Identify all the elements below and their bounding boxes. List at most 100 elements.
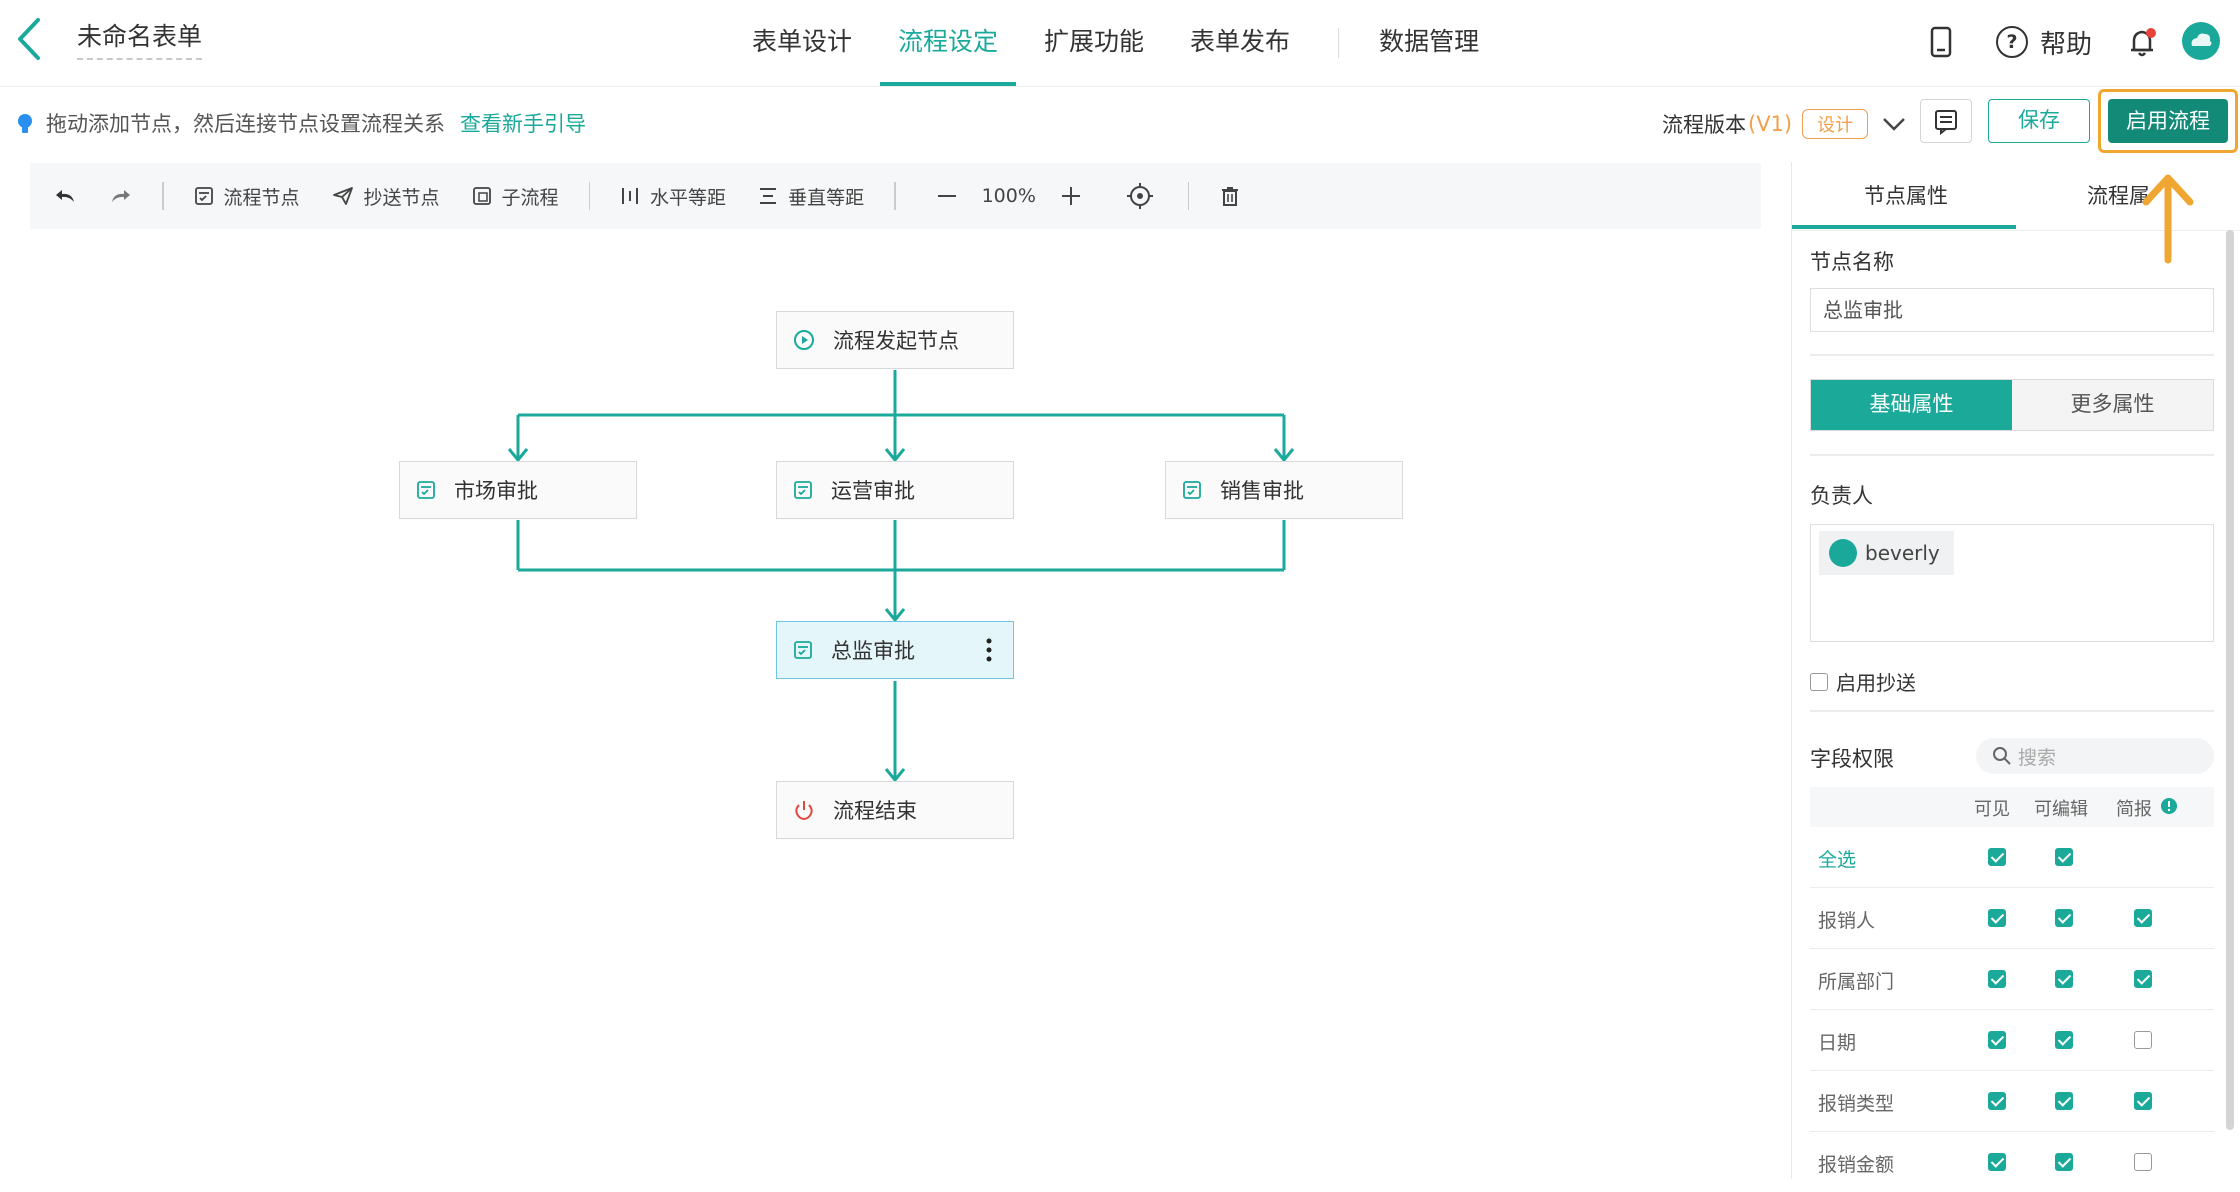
user-avatar[interactable] [2182,22,2220,60]
field-name: 报销人 [1818,910,1876,932]
nav-divider [1338,28,1340,58]
tab-data-management[interactable]: 数据管理 [1379,27,1480,56]
select-all-label[interactable]: 全选 [1818,849,1857,871]
editable-checkbox[interactable] [2055,909,2073,927]
node-label: 流程结束 [833,799,917,823]
visible-checkbox[interactable] [1988,1153,2006,1171]
tab-form-design[interactable]: 表单设计 [752,27,853,56]
form-title[interactable]: 未命名表单 [77,22,203,60]
market-approval-node[interactable]: 市场审批 [399,461,637,519]
basic-props-tab[interactable]: 基础属性 [1811,380,2012,430]
editable-checkbox[interactable] [2055,970,2073,988]
tab-flow-settings[interactable]: 流程设定 [880,0,1017,86]
guide-link[interactable]: 查看新手引导 [460,112,586,136]
zoom-level: 100% [981,185,1036,207]
ops-approval-node[interactable]: 运营审批 [776,461,1014,519]
flow-node-label: 流程节点 [223,186,300,209]
field-permissions-label: 字段权限 [1810,747,1894,771]
notification-bell-icon[interactable] [2128,26,2158,58]
hint-text: 拖动添加节点，然后连接节点设置流程关系 [46,112,445,136]
col-visible: 可见 [1974,799,2010,820]
more-props-tab[interactable]: 更多属性 [2012,380,2213,430]
zoom-in-icon[interactable] [1060,185,1082,207]
sub-flow-label: 子流程 [501,186,559,209]
chevron-down-icon[interactable] [1882,116,1906,132]
play-circle-icon [794,330,814,350]
field-search-input[interactable]: 搜索 [1976,738,2214,774]
owner-label: 负责人 [1810,484,1873,508]
mobile-preview-icon[interactable] [1929,26,1953,58]
editable-checkbox[interactable] [2055,1031,2073,1049]
save-button[interactable]: 保存 [1988,99,2090,143]
editable-checkbox[interactable] [2055,1153,2073,1171]
flow-start-node[interactable]: 流程发起节点 [776,311,1014,369]
owner-chip[interactable]: beverly [1819,531,1954,575]
visible-checkbox[interactable] [1988,909,2006,927]
sales-approval-node[interactable]: 销售审批 [1165,461,1403,519]
active-tab-indicator [1792,225,2016,229]
more-options-icon[interactable] [985,637,993,663]
enable-flow-button[interactable]: 启用流程 [2108,99,2228,143]
visible-checkbox[interactable] [1988,1092,2006,1110]
divider [1810,710,2214,712]
brief-checkbox[interactable] [2134,1031,2152,1049]
version-status-badge: 设计 [1802,109,1869,139]
redo-icon[interactable] [108,186,132,206]
trash-icon[interactable] [1221,186,1239,206]
visible-checkbox[interactable] [1988,970,2006,988]
table-row: 所属部门 [1810,949,2214,1010]
comment-button[interactable] [1920,99,1972,143]
node-label: 总监审批 [831,639,915,663]
toolbar-divider [162,182,164,210]
approval-form-icon [1183,481,1201,499]
back-arrow-icon[interactable] [10,14,50,64]
node-label: 流程发起节点 [833,329,959,353]
director-approval-node[interactable]: 总监审批 [776,621,1014,679]
h-equal-label: 水平等距 [650,186,727,209]
divider [1810,354,2214,356]
enable-cc-checkbox[interactable] [1810,672,1828,691]
table-row: 报销金额 [1810,1132,2214,1192]
locate-center-icon[interactable] [1126,182,1154,210]
tab-form-publish[interactable]: 表单发布 [1190,27,1291,56]
visible-checkbox[interactable] [1988,1031,2006,1049]
flow-end-node[interactable]: 流程结束 [776,781,1014,839]
enable-cc-row[interactable]: 启用抄送 [1810,667,1916,696]
vertical-distribute-icon [760,188,777,204]
lightbulb-icon [18,114,32,133]
version-label: 流程版本 [1662,113,1746,137]
annotation-arrow-icon [2142,174,2194,264]
owner-selector[interactable]: beverly [1810,524,2214,642]
undo-icon[interactable] [54,186,78,206]
send-icon [332,187,353,205]
search-icon [1993,747,2011,765]
v-equal-label: 垂直等距 [788,186,865,209]
editable-checkbox[interactable] [2055,848,2073,866]
cc-node-label: 抄送节点 [363,186,440,209]
add-flow-node-button[interactable]: 流程节点 [194,183,300,210]
vertical-equal-button[interactable]: 垂直等距 [758,183,864,210]
brief-checkbox[interactable] [2134,970,2152,988]
node-name-input[interactable]: 总监审批 [1810,288,2214,332]
help-button[interactable]: ? 帮助 [1996,22,2092,62]
editable-checkbox[interactable] [2055,1092,2073,1110]
add-cc-node-button[interactable]: 抄送节点 [332,183,440,210]
version-value: (V1) [1748,112,1793,136]
brief-checkbox[interactable] [2134,1153,2152,1171]
horizontal-equal-button[interactable]: 水平等距 [620,183,726,210]
main-nav: 表单设计 流程设定 扩展功能 表单发布 数据管理 [734,0,1507,86]
brief-checkbox[interactable] [2134,1092,2152,1110]
approval-form-icon [417,481,435,499]
add-sub-flow-button[interactable]: 子流程 [472,183,559,210]
flow-canvas[interactable]: 流程发起节点 市场审批 运营审批 销售审批 总监审批 流程结束 [0,230,1790,1179]
brief-checkbox[interactable] [2134,909,2152,927]
info-icon[interactable] [2160,797,2178,815]
tab-flow-properties[interactable]: 流程属 [2087,184,2150,208]
flow-version[interactable]: 流程版本 (V1) 设计 [1662,109,1906,139]
visible-checkbox[interactable] [1988,848,2006,866]
props-segmented-control: 基础属性 更多属性 [1810,379,2214,431]
tab-extensions[interactable]: 扩展功能 [1044,27,1145,56]
panel-scrollbar[interactable] [2226,230,2234,1130]
zoom-out-icon[interactable] [936,186,958,206]
tab-node-properties[interactable]: 节点属性 [1864,184,1948,208]
